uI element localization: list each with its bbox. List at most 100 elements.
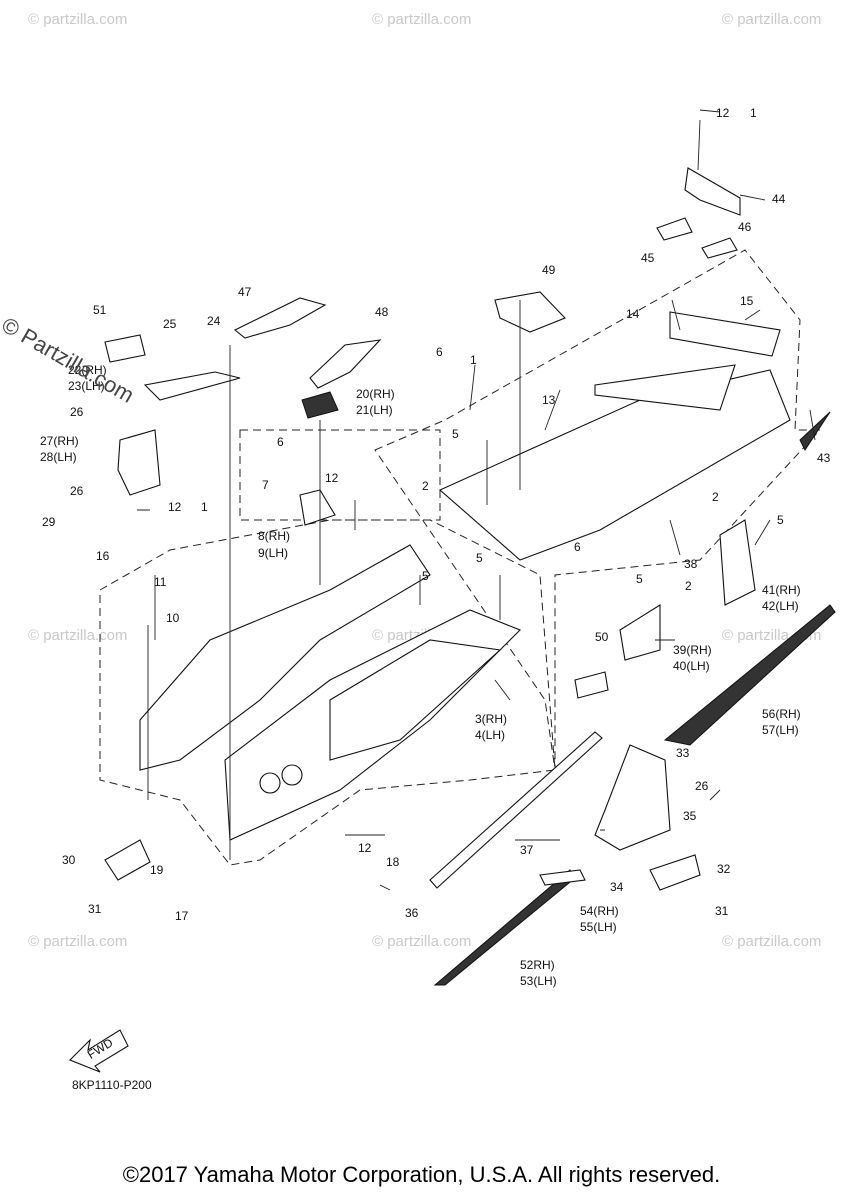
pad-47 [233,297,327,339]
callout-label: 11 [154,575,167,589]
diagram-code: 8KP1110-P200 [72,1078,152,1092]
watermark-text: © partzilla.com [28,627,127,644]
callout-label: 50 [595,630,609,644]
callout-label: 31 [88,902,102,916]
callout-label: 5 [636,572,643,586]
footrest-30 [104,839,151,881]
callout-label: 41(RH) [762,583,801,597]
callout-label: 5 [452,427,459,441]
watermark-text: © partzilla.com [28,933,127,950]
callout-label: 45 [641,251,655,265]
frame-hole [281,764,303,786]
callout-label: 47 [238,285,252,299]
callout-label: 2 [685,579,692,593]
callout-label: 38 [684,557,698,571]
callout-label: 25 [163,317,177,331]
tube-37 [429,731,603,889]
callout-label: 19 [150,863,164,877]
rear-flap [799,411,831,451]
callout-label: 1 [470,353,477,367]
callout-label: 1 [201,500,208,514]
callout-label: 48 [375,305,389,319]
callout-label: 57(LH) [762,723,799,737]
callout-label: 46 [738,220,752,234]
callout-label: 2 [422,479,429,493]
guard-54 [539,869,586,886]
callout-label: 12 [358,841,372,855]
callout-label: 40(LH) [673,659,710,673]
callout-label: 1 [750,106,757,120]
callout-label: 7 [262,478,269,492]
callout-label: 52RH) [520,958,555,972]
frame-hole [259,772,281,794]
callout-label: 36 [405,906,419,920]
callout-label: 35 [683,809,697,823]
callout-label: 33 [676,746,690,760]
tunnel-window [594,364,736,411]
pad-49 [494,291,566,333]
callout-label: 22(RH) [68,363,107,377]
stay-22 [143,371,241,401]
pad-48 [309,339,382,389]
callout-label: 14 [626,307,640,321]
callout-label: 55(LH) [580,920,617,934]
callout-label: 29 [42,515,56,529]
callout-label: 39(RH) [673,643,712,657]
callout-label: 53(LH) [520,974,557,988]
callout-label: 6 [436,345,443,359]
assembly-outlines [99,249,822,866]
callout-label: 6 [277,435,284,449]
callout-label: 43 [817,451,831,465]
stay-41 [719,519,756,606]
callout-label: 5 [777,513,784,527]
callout-label: 28(LH) [40,450,77,464]
watermark-text: © partzilla.com [372,11,471,28]
callout-label: 5 [422,569,429,583]
watermark-text: © partzilla.com [28,11,127,28]
callout-label: 6 [574,540,581,554]
boot-20 [301,391,339,419]
callout-label: 18 [386,855,400,869]
watermark-layer: © partzilla.com © partzilla.com © partzi… [28,11,821,950]
tunnel-plate [438,311,831,561]
block-50 [574,671,609,699]
bumper-bracket [684,167,741,216]
callout-label: 21(LH) [356,403,393,417]
callout-label: 2 [712,490,719,504]
fwd-arrow-icon [69,1029,129,1073]
decal-56 [663,604,836,746]
callout-label: 34 [610,880,624,894]
callout-label: 27(RH) [40,434,79,448]
callout-label: 16 [96,549,110,563]
bracket-51 [104,334,146,363]
callout-label: 37 [520,843,534,857]
bracket-8 [299,489,336,526]
callout-label: 32 [717,862,731,876]
callout-label: 23(LH) [68,379,105,393]
callout-label: 51 [93,303,107,317]
assembly-outline-tunnel [374,249,822,771]
callout-label: 20(RH) [356,387,395,401]
callout-label: 8(RH) [258,529,290,543]
callout-label: 44 [772,192,786,206]
pad-45 [656,217,693,241]
callout-label: 26 [70,484,84,498]
assembly-outline-sub [239,429,441,521]
pad-46 [701,237,738,259]
callout-label: 13 [542,393,556,407]
copyright-line: ©2017 Yamaha Motor Corporation, U.S.A. A… [122,1162,721,1187]
callout-label: 24 [207,314,221,328]
callout-label: 56(RH) [762,707,801,721]
frame-left-rail [139,544,431,771]
rear-bracket [669,311,781,357]
callout-label: 9(LH) [258,546,288,560]
callout-label: 26 [70,405,84,419]
callout-label: 42(LH) [762,599,799,613]
callout-label: 15 [740,294,754,308]
callout-label: 12 [716,106,730,120]
watermark-text: © partzilla.com [722,933,821,950]
cover-39 [619,604,661,661]
watermark-text: © partzilla.com [722,11,821,28]
